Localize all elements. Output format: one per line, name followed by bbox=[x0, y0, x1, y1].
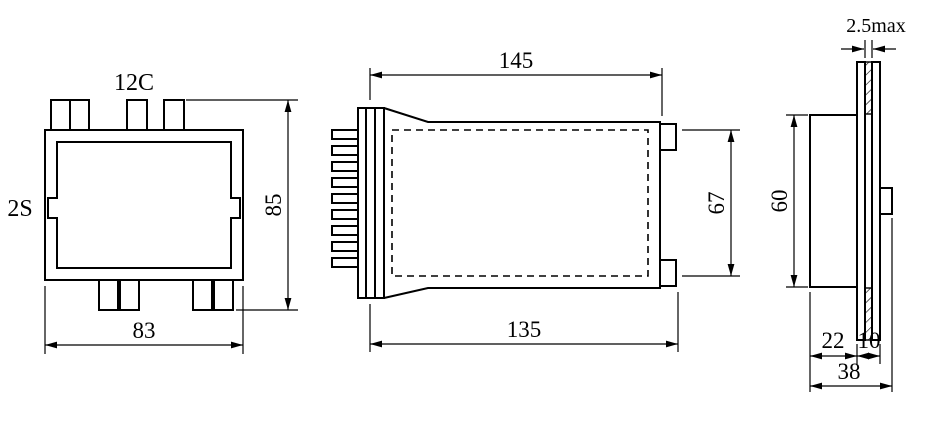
dim-text-length-145: 145 bbox=[499, 48, 534, 73]
dim-text-depth-10: 10 bbox=[858, 328, 881, 353]
side-hidden-body bbox=[391, 129, 649, 277]
dim-text-height-60: 60 bbox=[767, 190, 792, 213]
profile-view bbox=[809, 61, 893, 341]
dim-text-width-83: 83 bbox=[133, 318, 156, 343]
dim-text-length-135: 135 bbox=[507, 317, 542, 342]
dim-text-depth-22: 22 bbox=[822, 328, 845, 353]
side-pin-comb bbox=[331, 129, 359, 268]
side-view bbox=[331, 107, 677, 299]
side-body-outline bbox=[383, 107, 661, 299]
side-view-dimension-lines bbox=[369, 68, 740, 352]
front-view-dimension-lines bbox=[44, 99, 298, 354]
dim-text-height-85: 85 bbox=[261, 194, 286, 217]
front-top-terminal-label: 12C bbox=[114, 70, 154, 96]
dim-text-depth-38: 38 bbox=[838, 359, 861, 384]
side-front-plate bbox=[357, 107, 385, 299]
front-body-outline bbox=[44, 129, 244, 281]
profile-view-dimension-lines bbox=[786, 40, 896, 392]
dim-text-height-67: 67 bbox=[704, 192, 729, 215]
dim-text-panel-thickness: 2.5max bbox=[846, 15, 905, 37]
profile-terminal bbox=[879, 187, 893, 215]
profile-rear-strip bbox=[871, 61, 881, 341]
front-inner-contour bbox=[47, 141, 241, 269]
side-rear-tab-bottom bbox=[659, 259, 677, 287]
side-rear-tab-top bbox=[659, 123, 677, 151]
front-side-terminal-label: 2S bbox=[7, 196, 32, 222]
profile-flange-strip bbox=[856, 61, 866, 341]
front-view bbox=[44, 99, 244, 311]
panel-section-top bbox=[864, 61, 873, 115]
profile-case bbox=[809, 114, 858, 288]
front-top-terminals bbox=[50, 99, 185, 131]
front-bottom-terminals bbox=[98, 279, 234, 311]
